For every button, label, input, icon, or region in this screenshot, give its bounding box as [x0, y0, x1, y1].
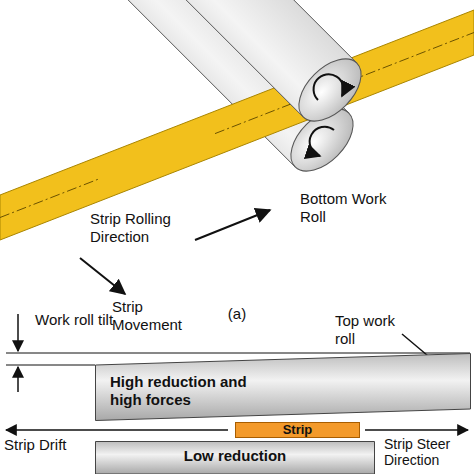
bottom-work-roll: Low reduction — [95, 441, 375, 474]
strip-movement-arrow — [80, 258, 125, 294]
tilt-reference-line — [6, 353, 470, 354]
node-text: High reduction and high forces — [110, 373, 275, 409]
direction-label: Strip Rolling Direction — [90, 210, 190, 246]
strip-section: Strip — [235, 422, 360, 438]
steer-arrow — [365, 429, 468, 431]
direction-label: Strip Drift — [4, 436, 94, 454]
node-text: Low reduction — [95, 447, 375, 465]
drift-arrow — [6, 429, 228, 431]
rotation-arrow — [310, 127, 334, 156]
dimension-arrow — [17, 367, 19, 392]
top-roll-figure — [91, 0, 372, 132]
direction-label: Strip Steer Direction — [384, 436, 472, 468]
direction-label: Strip Movement — [112, 298, 202, 334]
top-work-roll: High reduction and high forces — [95, 353, 471, 421]
node-outline — [96, 442, 375, 474]
node-outline — [96, 354, 471, 421]
rotation-arrow — [314, 74, 344, 100]
node-text: Strip — [235, 421, 360, 439]
strip-centerline — [0, 179, 100, 218]
rolling-direction-arrow — [195, 210, 270, 240]
part-label: Top work roll — [335, 312, 415, 348]
tilt-reference-line — [6, 365, 95, 366]
subfigure-label: (a) — [217, 305, 257, 323]
dimension-arrow — [17, 314, 19, 351]
roll-body — [91, 0, 357, 117]
roll-face — [288, 48, 373, 133]
dimension-label: Work roll tilt — [35, 311, 115, 329]
part-label: Bottom Work Roll — [300, 190, 400, 226]
